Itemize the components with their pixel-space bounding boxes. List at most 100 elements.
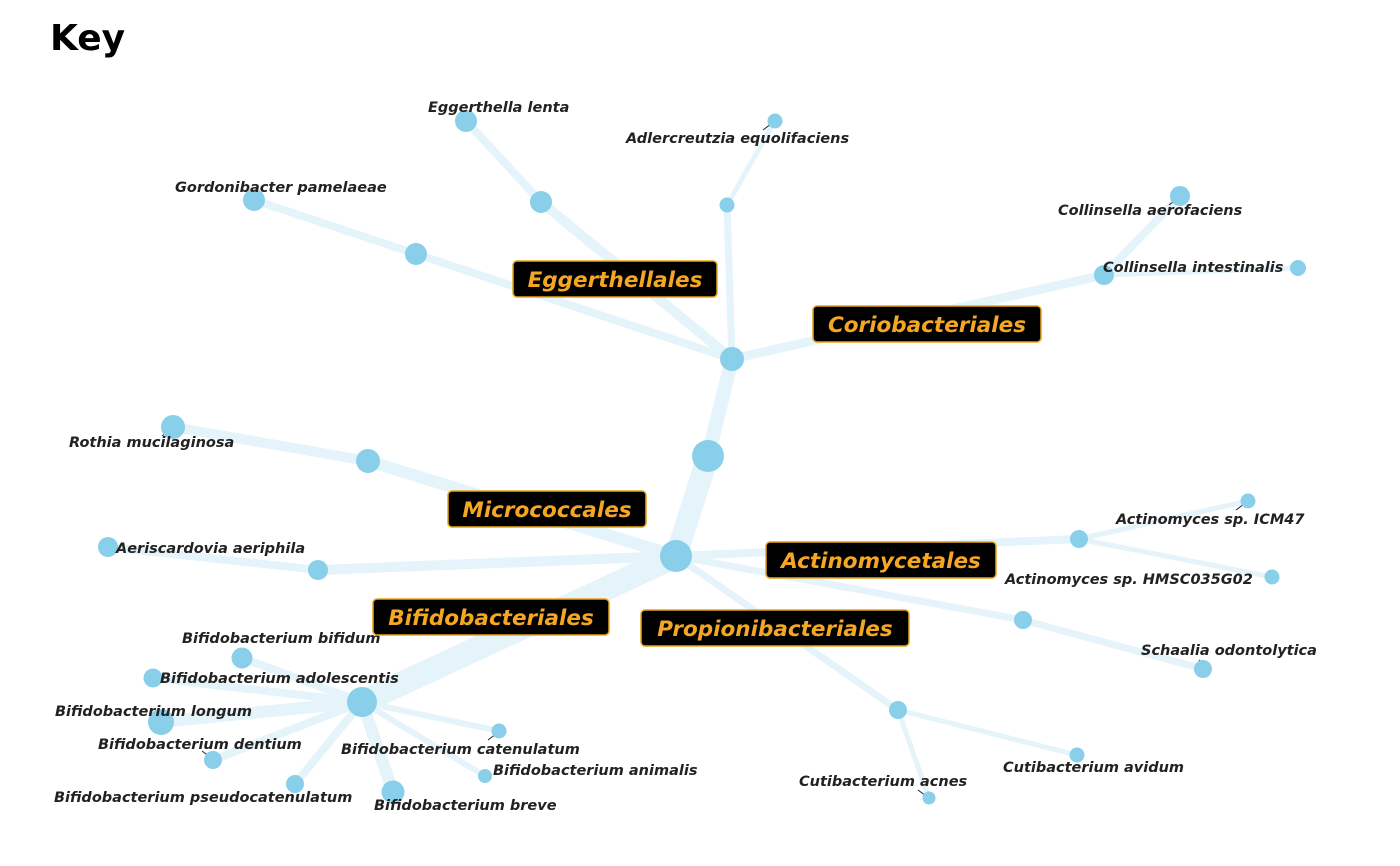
edge-bifido-dentium — [209, 698, 366, 764]
node-aeris_mid — [308, 560, 328, 580]
species-label-gordonibacter-pamelaeae: Gordonibacter pamelaeae — [175, 180, 387, 196]
edge-col_mid-intest — [1101, 265, 1301, 278]
edge-bifido-animalis — [359, 699, 488, 779]
edge-corio-egg_b — [723, 201, 736, 363]
edge-egg_a-lenta — [462, 117, 545, 206]
edge-actino_mid-icm47 — [1076, 498, 1251, 542]
node-adler — [767, 113, 783, 129]
edge-bifido-longum — [155, 696, 368, 728]
node-catenul — [491, 723, 507, 739]
species-label-eggerthella-lenta: Eggerthella lenta — [428, 100, 569, 116]
edge-trunk-corio — [701, 352, 739, 463]
node-avidum — [1069, 747, 1085, 763]
edge-root-aeris_mid — [313, 551, 681, 575]
node-col_mid — [1094, 265, 1114, 285]
species-label-rothia-mucilaginosa: Rothia mucilaginosa — [69, 435, 234, 451]
node-schaalia_mid — [1014, 611, 1032, 629]
order-label-micrococcales: Micrococcales — [447, 490, 647, 528]
node-lenta — [455, 110, 477, 132]
node-longum — [148, 709, 174, 735]
species-label-bifidobacterium-catenulatum: Bifidobacterium catenulatum — [341, 742, 580, 758]
node-bifido — [347, 687, 377, 717]
edge-bifido-pseudo — [291, 698, 366, 788]
node-intest — [1290, 260, 1306, 276]
species-label-bifidobacterium-breve: Bifidobacterium breve — [374, 798, 557, 814]
species-label-collinsella-aerofaciens: Collinsella aerofaciens — [1058, 203, 1243, 219]
edge-root-schaalia_mid — [672, 552, 1027, 624]
order-box-bifidobacteriales — [372, 598, 610, 636]
node-root — [660, 540, 692, 572]
node-gordo — [243, 189, 265, 211]
species-label-actinomyces-hmsc035g02: Actinomyces sp. HMSC035G02 — [1004, 572, 1253, 588]
species-label-cutibacterium-avidum: Cutibacterium avidum — [1003, 760, 1184, 776]
order-text-micrococcales: Micrococcales — [462, 498, 631, 523]
node-aerofac — [1170, 186, 1190, 206]
edge-egg_b-adler — [724, 118, 778, 208]
order-label-propionibacteriales: Propionibacteriales — [640, 609, 910, 647]
order-box-eggerthellales — [512, 260, 718, 298]
edge-root-trunk — [665, 445, 719, 567]
node-rothia — [161, 415, 185, 439]
species-label-collinsella-intestinalis: Collinsella intestinalis — [1103, 260, 1284, 276]
node-micro_mid — [356, 449, 380, 473]
species-label-bifidobacterium-pseudocatenulatum: Bifidobacterium pseudocatenulatum — [54, 790, 352, 806]
node-aeris — [98, 537, 118, 557]
species-label-bifidobacterium-longum: Bifidobacterium longum — [55, 704, 252, 720]
order-labels: EggerthellalesCoriobacterialesMicrococca… — [372, 260, 1042, 647]
order-text-actinomycetales: Actinomycetales — [779, 549, 981, 574]
node-pseudo — [286, 775, 304, 793]
node-bifidum — [231, 647, 253, 669]
edge-bifido-breve — [356, 696, 399, 798]
species-label-bifidobacterium-dentium: Bifidobacterium dentium — [98, 737, 302, 753]
species-label-bifidobacterium-adolescentis: Bifidobacterium adolescentis — [160, 671, 399, 687]
node-acnes — [922, 791, 936, 805]
node-egg_c — [405, 243, 427, 265]
node-corio — [720, 347, 744, 371]
order-text-coriobacteriales: Coriobacteriales — [828, 313, 1026, 338]
order-text-eggerthellales: Eggerthellales — [528, 268, 703, 293]
species-label-bifidobacterium-bifidum: Bifidobacterium bifidum — [182, 631, 380, 647]
order-box-micrococcales — [447, 490, 647, 528]
edge-propion-acnes — [895, 707, 932, 801]
edge-col_mid-aerofac — [1100, 192, 1184, 279]
order-text-bifidobacteriales: Bifidobacteriales — [388, 606, 594, 631]
species-label-adlercreutzia-equolifaciens: Adlercreutzia equolifaciens — [625, 131, 849, 147]
edge-micro_mid-rothia — [168, 422, 373, 466]
node-breve — [381, 780, 405, 804]
order-label-bifidobacteriales: Bifidobacteriales — [372, 598, 610, 636]
species-label-cutibacterium-acnes: Cutibacterium acnes — [799, 774, 968, 790]
edge-propion-avidum — [895, 707, 1080, 758]
node-adolesc — [143, 668, 163, 688]
order-label-eggerthellales: Eggerthellales — [512, 260, 718, 298]
edge-aeris_mid-aeris — [104, 543, 322, 574]
edge-bifido-adolesc — [149, 674, 366, 706]
node-trunk — [692, 440, 724, 472]
edge-corio-egg_c — [412, 250, 736, 363]
edge-bifido-bifidum — [238, 654, 366, 706]
key-title: Key — [50, 18, 126, 59]
node-propion — [889, 701, 907, 719]
node-hmsc — [1264, 569, 1280, 585]
edge-schaalia_mid-schaalia — [1019, 616, 1207, 673]
node-egg_b — [719, 197, 735, 213]
order-box-coriobacteriales — [812, 305, 1042, 343]
order-box-propionibacteriales — [640, 609, 910, 647]
node-animalis — [478, 769, 492, 783]
node-schaalia — [1194, 660, 1212, 678]
order-box-actinomycetales — [765, 541, 997, 579]
node-actino_mid — [1070, 530, 1088, 548]
edge-egg_c-gordo — [250, 196, 420, 258]
species-label-bifidobacterium-animalis: Bifidobacterium animalis — [493, 763, 698, 779]
species-label-actinomyces-icm47: Actinomyces sp. ICM47 — [1115, 512, 1305, 528]
species-label-schaalia-odontolytica: Schaalia odontolytica — [1141, 643, 1317, 659]
tree-nodes — [98, 110, 1306, 805]
node-icm47 — [1240, 493, 1256, 509]
species-label-aeriscardovia-aeriphila: Aeriscardovia aeriphila — [115, 541, 305, 557]
order-label-actinomycetales: Actinomycetales — [765, 541, 997, 579]
edge-bifido-catenul — [359, 699, 502, 734]
order-label-coriobacteriales: Coriobacteriales — [812, 305, 1042, 343]
edge-actino_mid-hmsc — [1076, 536, 1275, 580]
order-text-propionibacteriales: Propionibacteriales — [657, 617, 893, 642]
